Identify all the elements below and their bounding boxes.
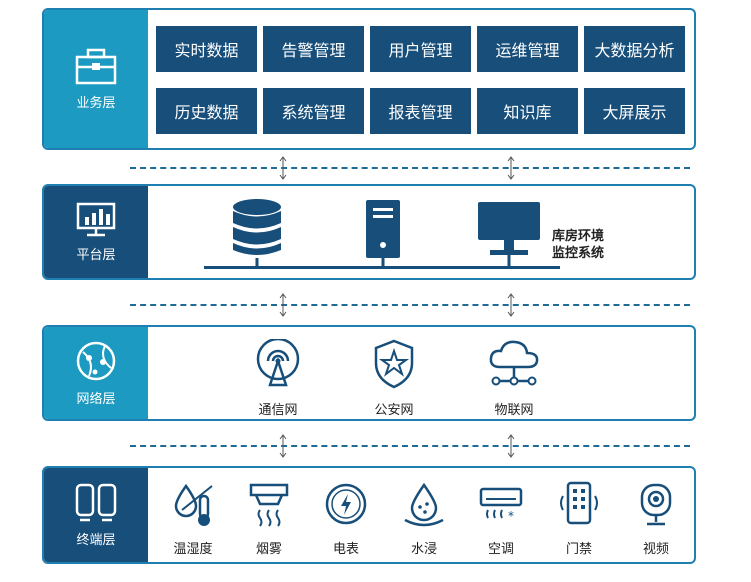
cloud-network-icon [489,340,539,386]
terminal-item-smoke: 烟雾 [255,542,282,557]
terminal-item-access: 门禁 [565,542,592,557]
monitor-icon [478,202,540,268]
electric-meter-icon [325,483,367,525]
smoke-detector-icon [249,483,289,527]
network-item-iot: 物联网 [494,403,534,418]
double-arrow-icon [279,293,287,317]
svg-text:*: * [508,509,514,523]
terminal-layer: 终端层 温湿度 烟雾 电表 [42,466,696,564]
business-layer: 业务层 实时数据 告警管理 用户管理 运维管理 大数据分析 历史数据 系统管理 … [42,8,696,150]
air-conditioner-icon: * [479,487,523,523]
business-layer-label: 业务层 [76,95,116,111]
dashed-line [130,167,690,169]
thermometer-drop-icon [174,483,213,526]
camera-icon [640,483,672,526]
business-modules: 实时数据 告警管理 用户管理 运维管理 大数据分析 历史数据 系统管理 报表管理… [148,10,694,148]
water-leak-icon [404,482,444,527]
network-layer-label: 网络层 [76,391,116,407]
speaker-devices-icon [75,483,117,521]
platform-layer-side: 平台层 [44,186,148,278]
terminal-item-water-leak: 水浸 [410,542,437,557]
terminal-item-meter: 电表 [332,542,359,557]
globe-network-icon [76,341,116,380]
platform-system-name: 库房环境 监控系统 [552,228,604,262]
double-arrow-icon [507,293,515,317]
double-arrow-icon [507,156,515,180]
module-realtime-data[interactable]: 实时数据 [156,26,257,72]
terminal-item-temp-humidity: 温湿度 [173,542,213,557]
terminal-item-video: 视频 [642,542,669,557]
database-icon [233,199,281,268]
platform-content: 库房环境 监控系统 [148,186,694,278]
access-control-icon [560,481,598,525]
business-layer-side: 业务层 [44,10,148,148]
dashed-line [130,445,690,447]
signal-tower-icon [256,339,300,387]
module-user-management[interactable]: 用户管理 [370,26,471,72]
network-layer-side: 网络层 [44,327,148,419]
platform-layer: 平台层 库房环境 监控系统 [42,184,696,280]
platform-text-line1: 库房环境 [552,229,605,244]
shield-star-icon [374,339,414,389]
monitor-chart-icon [76,202,116,236]
module-history-data[interactable]: 历史数据 [156,88,257,134]
double-arrow-icon [507,434,515,458]
network-item-police: 公安网 [374,403,414,418]
connector-platform-network [130,293,690,317]
dashed-line [130,304,690,306]
double-arrow-icon [279,156,287,180]
terminal-content: 温湿度 烟雾 电表 水浸 [148,468,694,562]
module-system-management[interactable]: 系统管理 [263,88,364,134]
module-alarm-management[interactable]: 告警管理 [263,26,364,72]
platform-layer-label: 平台层 [76,247,116,263]
connector-network-terminal [130,434,690,458]
module-report-management[interactable]: 报表管理 [370,88,471,134]
platform-text-line2: 监控系统 [552,246,605,261]
network-layer: 网络层 通信网 公安网 物联网 [42,325,696,421]
module-ops-management[interactable]: 运维管理 [477,26,578,72]
network-content: 通信网 公安网 物联网 [148,327,694,419]
server-icon [366,200,400,268]
briefcase-icon [75,48,117,84]
double-arrow-icon [279,434,287,458]
terminal-layer-label: 终端层 [76,532,116,548]
module-big-screen[interactable]: 大屏展示 [584,88,685,134]
module-big-data-analysis[interactable]: 大数据分析 [584,26,685,72]
module-knowledge-base[interactable]: 知识库 [477,88,578,134]
terminal-item-ac: 空调 [487,542,514,557]
network-item-comm: 通信网 [258,403,298,418]
connector-business-platform [130,156,690,180]
terminal-layer-side: 终端层 [44,468,148,562]
